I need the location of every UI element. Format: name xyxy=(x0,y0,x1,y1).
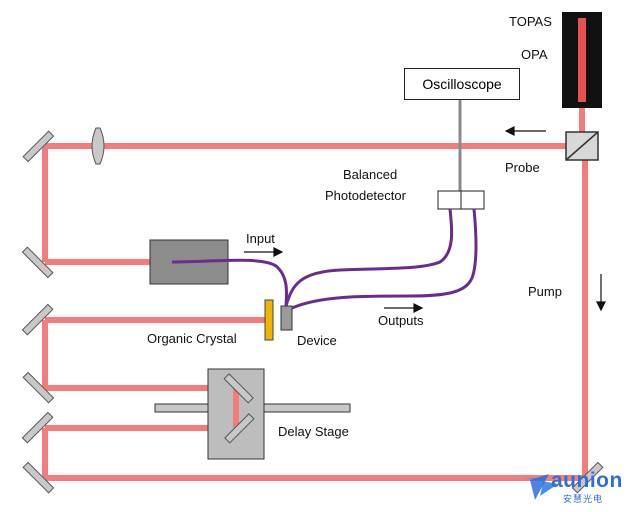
device xyxy=(280,305,293,331)
pump-label: Pump xyxy=(528,284,562,299)
oscilloscope-label: Oscilloscope xyxy=(422,76,502,92)
beam-paths xyxy=(42,108,588,481)
output-fiber-1 xyxy=(284,208,454,307)
laser-sub: OPA xyxy=(521,47,548,62)
photodetector-line1: Balanced xyxy=(343,167,398,182)
lens xyxy=(91,127,105,165)
organic-crystal-label: Organic Crystal xyxy=(147,331,237,346)
mirror-left-crystal xyxy=(21,303,54,336)
watermark-sub: 安慧光电 xyxy=(563,494,604,504)
watermark-brand: aunion xyxy=(551,469,623,492)
mirror-left-probe xyxy=(21,246,54,279)
photodetector-line2: Photodetector xyxy=(325,188,406,203)
input-label: Input xyxy=(246,231,275,246)
input-fiber xyxy=(171,258,289,307)
mirrors xyxy=(21,130,604,494)
fibers xyxy=(171,208,478,310)
mirror-top-left xyxy=(22,130,55,163)
arrows xyxy=(244,126,606,313)
mirror-bottom-left xyxy=(22,461,55,494)
delay-mirror-upper xyxy=(223,373,254,404)
output-fiber-2 xyxy=(291,208,478,310)
delay-mirror-lower xyxy=(224,413,255,444)
watermark-logo-icon xyxy=(525,474,558,500)
outputs-label: Outputs xyxy=(378,313,424,328)
oscilloscope: Oscilloscope xyxy=(404,68,520,100)
photodetector-box xyxy=(437,190,485,210)
device-label: Device xyxy=(297,333,337,348)
laser-name: TOPAS xyxy=(509,14,552,29)
beam-splitter-cube xyxy=(565,131,599,161)
probe-label: Probe xyxy=(505,160,540,175)
mirror-left-delay-upper xyxy=(22,371,55,404)
delay-stage xyxy=(154,368,351,460)
delay-stage-label: Delay Stage xyxy=(278,424,349,439)
mirror-bottom-right xyxy=(571,461,604,494)
mirror-left-delay-lower xyxy=(21,411,54,444)
laser-source xyxy=(562,12,602,108)
organic-crystal xyxy=(264,299,274,341)
